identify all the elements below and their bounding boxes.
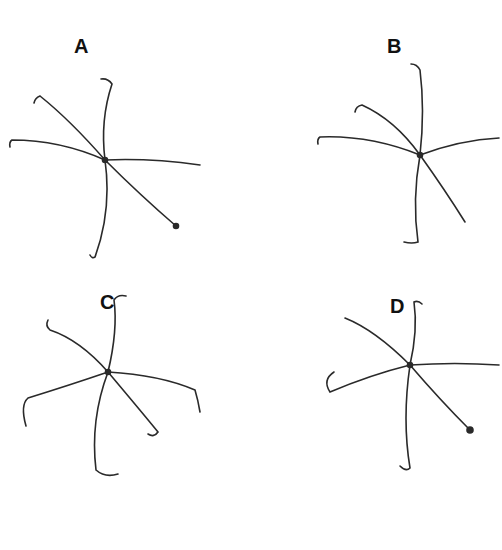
star-figure-d [327, 301, 499, 469]
panel-letter: D [390, 296, 404, 316]
panel-letter: A [74, 36, 88, 56]
star-figure-c [23, 296, 200, 476]
panel-letter: B [387, 36, 401, 56]
star-figure-b [318, 64, 499, 243]
star-figure-a [10, 79, 200, 258]
panel-letter: C [100, 292, 114, 312]
